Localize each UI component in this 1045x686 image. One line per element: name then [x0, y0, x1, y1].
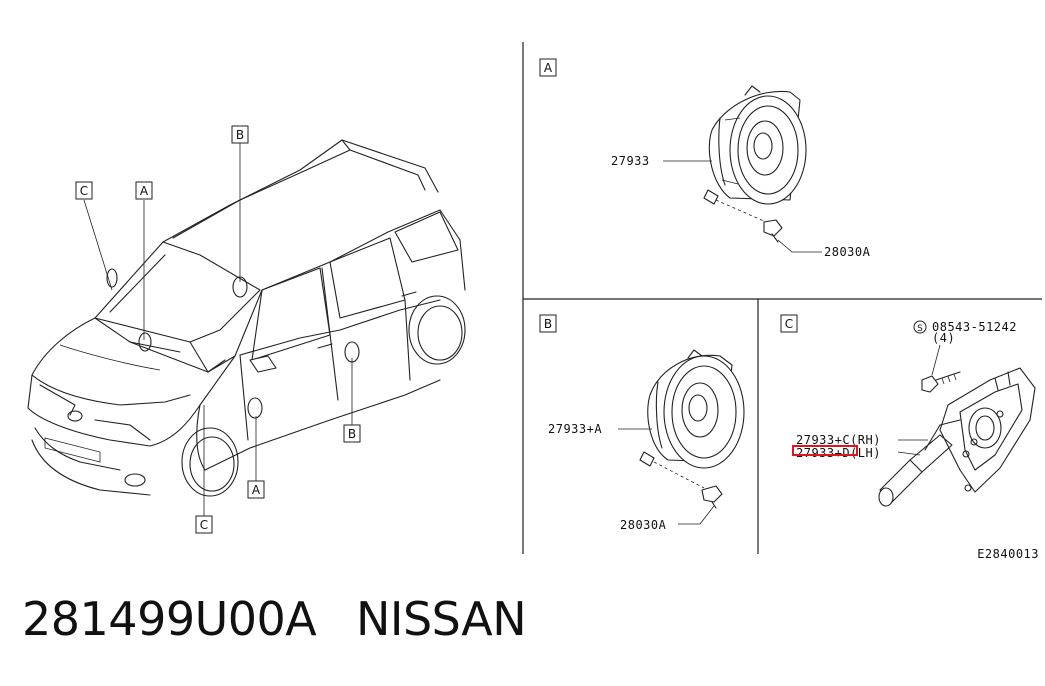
screw-c-quantity: (4) — [932, 331, 955, 345]
callout-a-bottom-label: A — [252, 483, 261, 497]
s-circle-icon: S — [913, 320, 927, 334]
vehicle-illustration — [27, 139, 466, 516]
panel-c: C S 08543-51242 (4) — [780, 314, 1036, 507]
callout-c-top-label: C — [80, 184, 88, 198]
callout-a-top: A — [135, 181, 153, 200]
screw-a-part-number: 28030A — [824, 245, 871, 259]
callout-c-bottom: C — [195, 515, 213, 534]
panel-b-letter: B — [544, 317, 552, 331]
panel-c-letter: C — [785, 317, 793, 331]
front-door-speaker-drawing — [703, 85, 807, 205]
callout-b-top: B — [231, 125, 249, 144]
panel-dividers — [522, 42, 1042, 554]
callout-c-top: C — [75, 181, 93, 200]
callout-b-bottom-label: B — [348, 427, 356, 441]
callout-c-bottom-label: C — [200, 518, 208, 532]
callout-a-top-label: A — [140, 184, 149, 198]
screw-a-drawing — [763, 219, 783, 243]
screw-c-drawing — [921, 371, 961, 393]
part-number: 281499U00A — [22, 592, 317, 646]
rear-door-speaker-drawing — [639, 349, 745, 469]
panel-a-letter: A — [544, 61, 553, 75]
screw-b-part-number: 28030A — [620, 518, 667, 532]
callout-b-bottom: B — [343, 424, 361, 443]
tweeter-rh-part-number: 27933+C(RH) — [796, 433, 881, 447]
tweeter-lh-part-number: 27933+D(LH) — [796, 446, 881, 460]
brand-name: NISSAN — [356, 592, 527, 646]
tweeter-bracket-drawing — [878, 367, 1036, 507]
callout-b-top-label: B — [236, 128, 244, 142]
speaker-b-part-number: 27933+A — [548, 422, 602, 436]
diagram-code: E2840013 — [977, 547, 1039, 561]
svg-text:S: S — [917, 324, 923, 334]
screw-c-part-number: 08543-51242 — [932, 320, 1017, 334]
panel-a: A 27933 28030A — [539, 58, 871, 259]
callout-a-bottom: A — [247, 480, 265, 499]
panel-b: B 27933+A 28030A — [539, 314, 745, 532]
screw-b-drawing — [701, 485, 723, 509]
highlight-box — [792, 445, 858, 456]
speaker-a-part-number: 27933 — [611, 154, 650, 168]
